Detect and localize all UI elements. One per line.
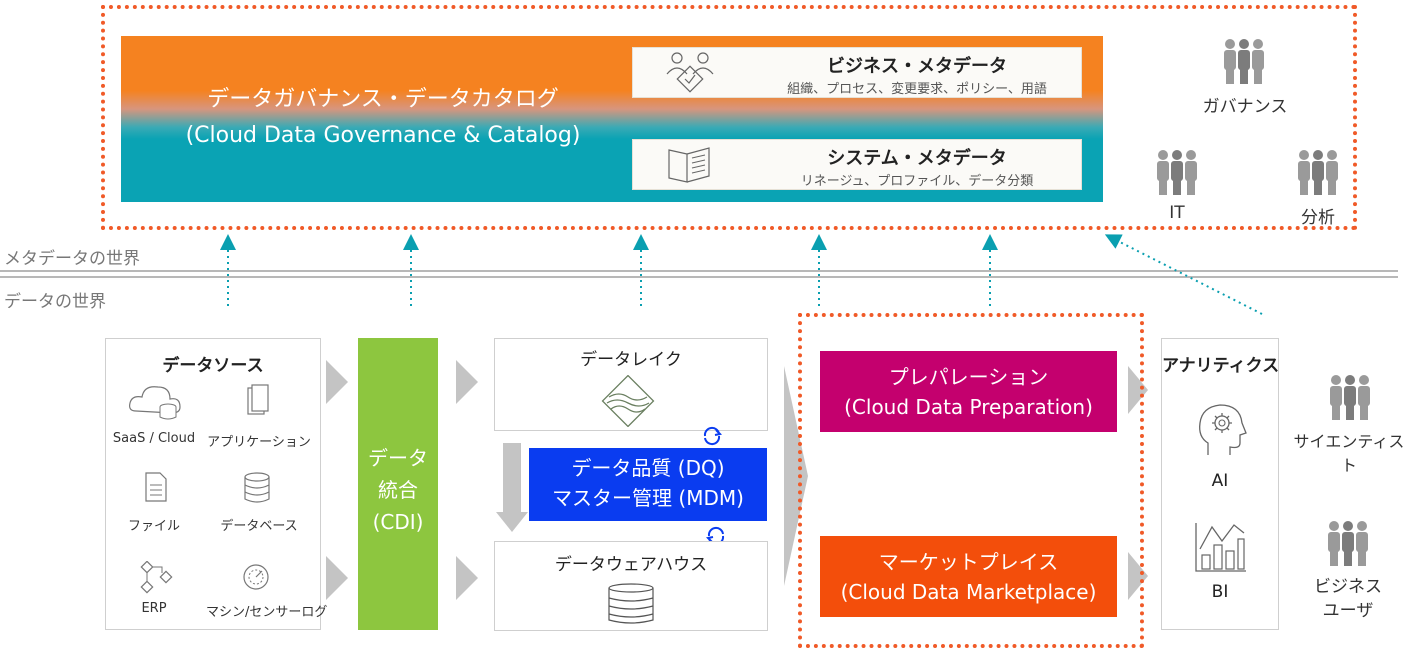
- source-file-label: ファイル: [127, 519, 180, 534]
- data-sources-title: データソース: [162, 356, 264, 376]
- source-app-label: アプリケーション: [207, 435, 311, 450]
- chevron-sources-cdi-bottom: [326, 556, 348, 600]
- user-business-line2: ユーザ: [1322, 601, 1374, 621]
- prep-market-frame: [798, 313, 1144, 648]
- world-separator-2: [0, 276, 1398, 278]
- chevron-cdi-lake: [456, 360, 478, 404]
- down-arrow-head: [496, 512, 528, 532]
- erp-icon: [140, 561, 173, 594]
- prep-line1: プレパレーション: [888, 365, 1049, 389]
- governance-people-icon: [1224, 39, 1264, 84]
- business-metadata-title: ビジネス・メタデータ: [827, 56, 1007, 77]
- database-icon: [244, 472, 270, 503]
- data-sources-box: データソース SaaS / Cloud アプリケーション ファイル データベース…: [105, 338, 328, 630]
- market-line2: (Cloud Data Marketplace): [840, 580, 1097, 604]
- lake-icon: [601, 375, 655, 427]
- refresh-icon-top: [703, 426, 723, 446]
- book-icon: [668, 147, 710, 183]
- analytics-bi-label: BI: [1211, 582, 1229, 602]
- chevron-cdi-warehouse: [456, 556, 478, 600]
- source-sensor-label: マシン/センサーログ: [206, 605, 328, 620]
- governance-frame: [101, 5, 1357, 230]
- it-people-icon: [1157, 150, 1197, 195]
- source-erp-label: ERP: [141, 601, 167, 616]
- down-arrow-shaft: [503, 443, 521, 515]
- data-lake-title: データレイク: [580, 350, 682, 370]
- user-business: ビジネス ユーザ: [1298, 575, 1398, 623]
- cdi-line3: (CDI): [372, 510, 424, 534]
- people-check-icon: [666, 52, 714, 93]
- chevron-prep-analytics: [1128, 366, 1148, 414]
- governance-title-line2: (Cloud Data Governance & Catalog): [185, 123, 581, 148]
- prep-line2: (Cloud Data Preparation): [844, 395, 1093, 419]
- business-user-people-icon: [1328, 521, 1368, 566]
- ai-head-icon: [1199, 404, 1247, 455]
- preparation-box: プレパレーション (Cloud Data Preparation): [820, 351, 1117, 432]
- governance-title-line1: データガバナンス・データカタログ: [207, 87, 559, 112]
- connector-analytics: [1104, 234, 1263, 315]
- cloud-icon: [129, 386, 181, 420]
- analytics-box: アナリティクス AI BI: [1161, 338, 1279, 630]
- system-metadata-card: システム・メタデータ リネージュ、プロファイル、データ分類: [632, 139, 1082, 190]
- user-scientist: サイエンティスト: [1293, 432, 1405, 475]
- application-icon: [247, 384, 269, 415]
- analytics-title: アナリティクス: [1162, 356, 1280, 376]
- warehouse-db-icon: [608, 583, 654, 624]
- marketplace-box: マーケットプレイス (Cloud Data Marketplace): [820, 536, 1117, 617]
- data-warehouse-box: データウェアハウス: [494, 541, 768, 631]
- user-business-line1: ビジネス: [1314, 577, 1382, 597]
- role-it: IT: [1169, 203, 1185, 223]
- data-warehouse-title: データウェアハウス: [554, 555, 708, 575]
- market-line1: マーケットプレイス: [878, 550, 1059, 574]
- source-db-label: データベース: [220, 519, 298, 534]
- chevron-market-analytics: [1128, 552, 1148, 600]
- role-governance: ガバナンス: [1202, 97, 1288, 117]
- metadata-world-label: メタデータの世界: [4, 249, 140, 269]
- business-metadata-card: ビジネス・メタデータ 組織、プロセス、変更要求、ポリシー、用語: [632, 47, 1082, 98]
- dq-line2: マスター管理 (MDM): [552, 486, 744, 510]
- system-metadata-sub: リネージュ、プロファイル、データ分類: [800, 174, 1034, 189]
- governance-title: データガバナンス・データカタログ (Cloud Data Governance …: [148, 82, 618, 154]
- cdi-line2: 統合: [378, 478, 418, 502]
- data-world-label: データの世界: [4, 292, 106, 312]
- scientist-people-icon: [1330, 375, 1370, 420]
- sensor-icon: [243, 564, 269, 590]
- world-separator: [0, 270, 1398, 272]
- analytics-ai-label: AI: [1211, 471, 1229, 491]
- chevron-lake-prep: [784, 366, 808, 586]
- file-icon: [145, 472, 167, 502]
- cdi-line1: データ: [368, 446, 428, 470]
- analysis-people-icon: [1298, 150, 1338, 195]
- chevron-sources-cdi-top: [326, 360, 348, 404]
- cdi-box: データ 統合 (CDI): [358, 338, 438, 630]
- system-metadata-title: システム・メタデータ: [827, 148, 1007, 169]
- dq-mdm-box: データ品質 (DQ) マスター管理 (MDM): [529, 448, 767, 521]
- data-lake-box: データレイク: [494, 338, 768, 431]
- bi-chart-icon: [1195, 523, 1246, 572]
- business-metadata-sub: 組織、プロセス、変更要求、ポリシー、用語: [787, 82, 1047, 97]
- source-saas-label: SaaS / Cloud: [112, 431, 196, 446]
- role-analysis: 分析: [1301, 208, 1335, 228]
- dq-line1: データ品質 (DQ): [571, 456, 725, 480]
